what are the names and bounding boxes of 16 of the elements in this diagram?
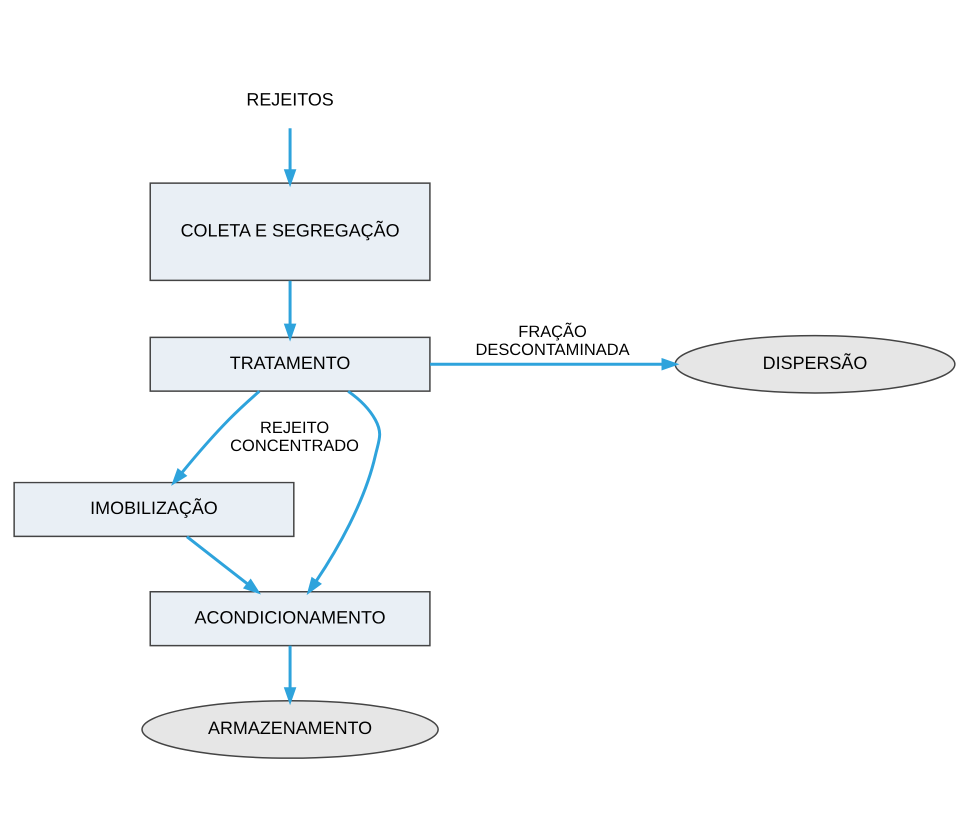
arrow bbox=[284, 645, 296, 705]
node-box: IMOBILIZAÇÃO bbox=[13, 481, 295, 537]
edge-label: REJEITO CONCENTRADO bbox=[230, 418, 359, 454]
edge-label: FRAÇÃO DESCONTAMINADA bbox=[476, 322, 630, 358]
arrow bbox=[186, 535, 261, 594]
node-text: REJEITOS bbox=[246, 89, 334, 110]
arrow bbox=[306, 390, 382, 595]
arrow bbox=[284, 280, 296, 342]
node-box: TRATAMENTO bbox=[149, 336, 431, 392]
node-box: ACONDICIONAMENTO bbox=[149, 590, 431, 646]
node-ellipse: DISPERSÃO bbox=[674, 334, 956, 394]
node-ellipse: ARMAZENAMENTO bbox=[141, 700, 439, 758]
node-box: COLETA E SEGREGAÇÃO bbox=[149, 182, 431, 281]
arrow bbox=[171, 390, 260, 486]
arrow bbox=[430, 357, 680, 370]
arrow bbox=[284, 128, 296, 187]
